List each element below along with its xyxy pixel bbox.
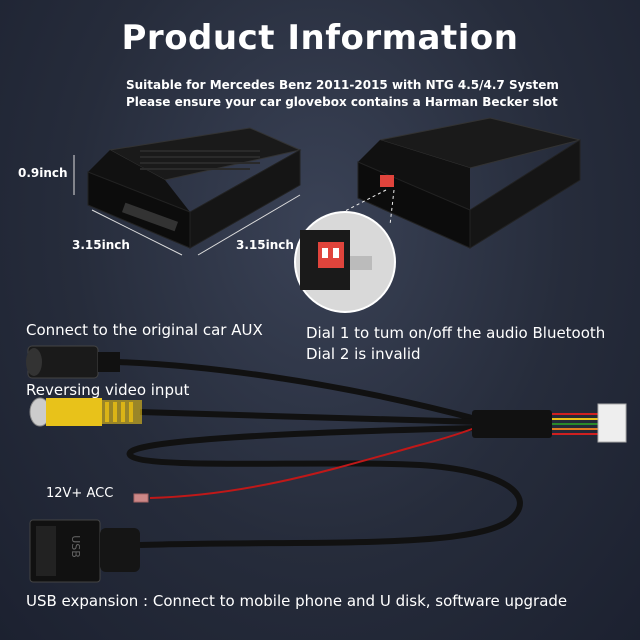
aux-label: Connect to the original car AUX	[26, 321, 263, 339]
aux-jack	[26, 345, 120, 379]
rca-video-connector	[29, 397, 142, 427]
compatibility-note: Suitable for Mercedes Benz 2011-2015 wit…	[126, 78, 559, 92]
acc-wire-end	[133, 493, 149, 503]
dip-switch-zoom	[294, 189, 396, 313]
reversing-label: Reversing video input	[26, 381, 190, 399]
glovebox-note: Please ensure your car glovebox contains…	[126, 95, 558, 109]
page-title: Product Information	[121, 18, 519, 58]
usb-label: USB expansion : Connect to mobile phone …	[26, 592, 568, 610]
cable-assembly	[117, 359, 627, 548]
module-rear-view	[357, 117, 581, 249]
usb-connector	[29, 519, 140, 583]
dial-1-label: Dial 1 to tum on/off the audio Bluetooth	[306, 324, 606, 342]
width-dimension: 3.15inch	[72, 238, 130, 252]
dimension-lines	[73, 155, 301, 256]
acc-label: 12V+ ACC	[46, 486, 114, 501]
dial-2-label: Dial 2 is invalid	[306, 345, 421, 363]
module-front-view	[87, 127, 302, 249]
height-dimension: 0.9inch	[18, 166, 68, 180]
usb-plug-marking: USB	[68, 535, 82, 558]
depth-dimension: 3.15inch	[236, 238, 294, 252]
